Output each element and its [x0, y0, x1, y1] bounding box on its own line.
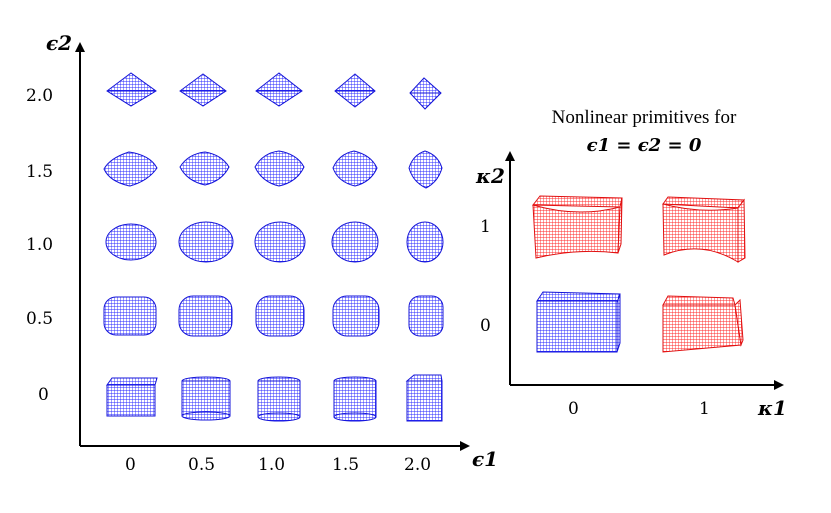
sq-e1-05-e2-2	[179, 73, 227, 107]
nonlinear-primitives	[531, 195, 746, 353]
left-x-tick-2-0: 2.0	[404, 455, 431, 475]
right-panel-equation: ϵ1 = ϵ2 = 0	[587, 135, 702, 156]
right-x-tick-0: 0	[568, 399, 579, 419]
sq-e1-0-e2-1	[105, 223, 157, 261]
sq-e1-05-e2-05	[178, 295, 233, 337]
sq-e1-1-e2-0	[257, 376, 301, 422]
right-y-tick-0: 0	[480, 316, 491, 336]
sq-e1-2-e2-0	[405, 374, 443, 422]
sq-e1-2-e2-05	[408, 295, 444, 337]
sq-e1-15-e2-15	[332, 150, 378, 187]
left-x-axis-label: ϵ1	[472, 447, 498, 471]
sq-e1-1-e2-05	[255, 295, 305, 337]
sq-e1-0-e2-0	[106, 377, 158, 417]
left-x-tick-0-5: 0.5	[188, 455, 215, 475]
sq-e1-05-e2-15	[179, 151, 230, 186]
right-x-axis-label: κ1	[757, 396, 787, 420]
left-x-tick-1-0: 1.0	[258, 455, 285, 475]
left-y-tick-0-5: 0.5	[26, 309, 53, 329]
sq-e1-1-e2-2	[255, 72, 303, 107]
sq-e1-15-e2-1	[331, 221, 379, 263]
left-y-tick-2-0: 2.0	[26, 86, 53, 106]
superquadric-grid	[103, 72, 444, 422]
right-y-axis-label: κ2	[475, 164, 505, 188]
sq-e1-15-e2-2	[334, 73, 376, 108]
sq-e1-2-e2-2	[409, 77, 442, 110]
sq-e1-0-e2-15	[103, 151, 158, 187]
prim-k1-0-k2-1	[531, 195, 623, 259]
sq-e1-2-e2-15	[408, 150, 443, 189]
sq-e1-0-e2-2	[106, 72, 157, 107]
left-y-tick-1-5: 1.5	[26, 162, 53, 182]
left-y-axis-label: ϵ2	[46, 31, 72, 55]
right-x-tick-1: 1	[699, 399, 710, 419]
right-panel: Nonlinear primitives for ϵ1 = ϵ2 = 0 κ2 …	[475, 107, 787, 420]
sq-e1-1-e2-15	[254, 150, 305, 187]
left-panel: ϵ2 ϵ1 2.0 1.5 1.0 0.5 0 0 0.5 1.0 1.5 2.…	[26, 31, 498, 475]
left-x-tick-0: 0	[125, 455, 136, 475]
left-y-tick-0: 0	[38, 385, 49, 405]
sq-e1-05-e2-1	[178, 221, 234, 263]
sq-e1-05-e2-0	[181, 376, 231, 421]
sq-e1-1-e2-1	[254, 221, 306, 263]
prim-k1-1-k2-1	[662, 196, 746, 263]
left-y-tick-1-0: 1.0	[26, 235, 53, 255]
sq-e1-15-e2-05	[332, 295, 380, 337]
left-x-tick-1-5: 1.5	[332, 455, 359, 475]
sq-e1-0-e2-05	[103, 296, 157, 336]
prim-k1-0-k2-0	[536, 291, 621, 353]
sq-e1-2-e2-1	[406, 221, 444, 263]
sq-e1-15-e2-0	[333, 376, 377, 422]
right-panel-title: Nonlinear primitives for	[552, 107, 737, 128]
prim-k1-1-k2-0	[662, 295, 744, 353]
right-y-tick-1: 1	[480, 217, 491, 237]
